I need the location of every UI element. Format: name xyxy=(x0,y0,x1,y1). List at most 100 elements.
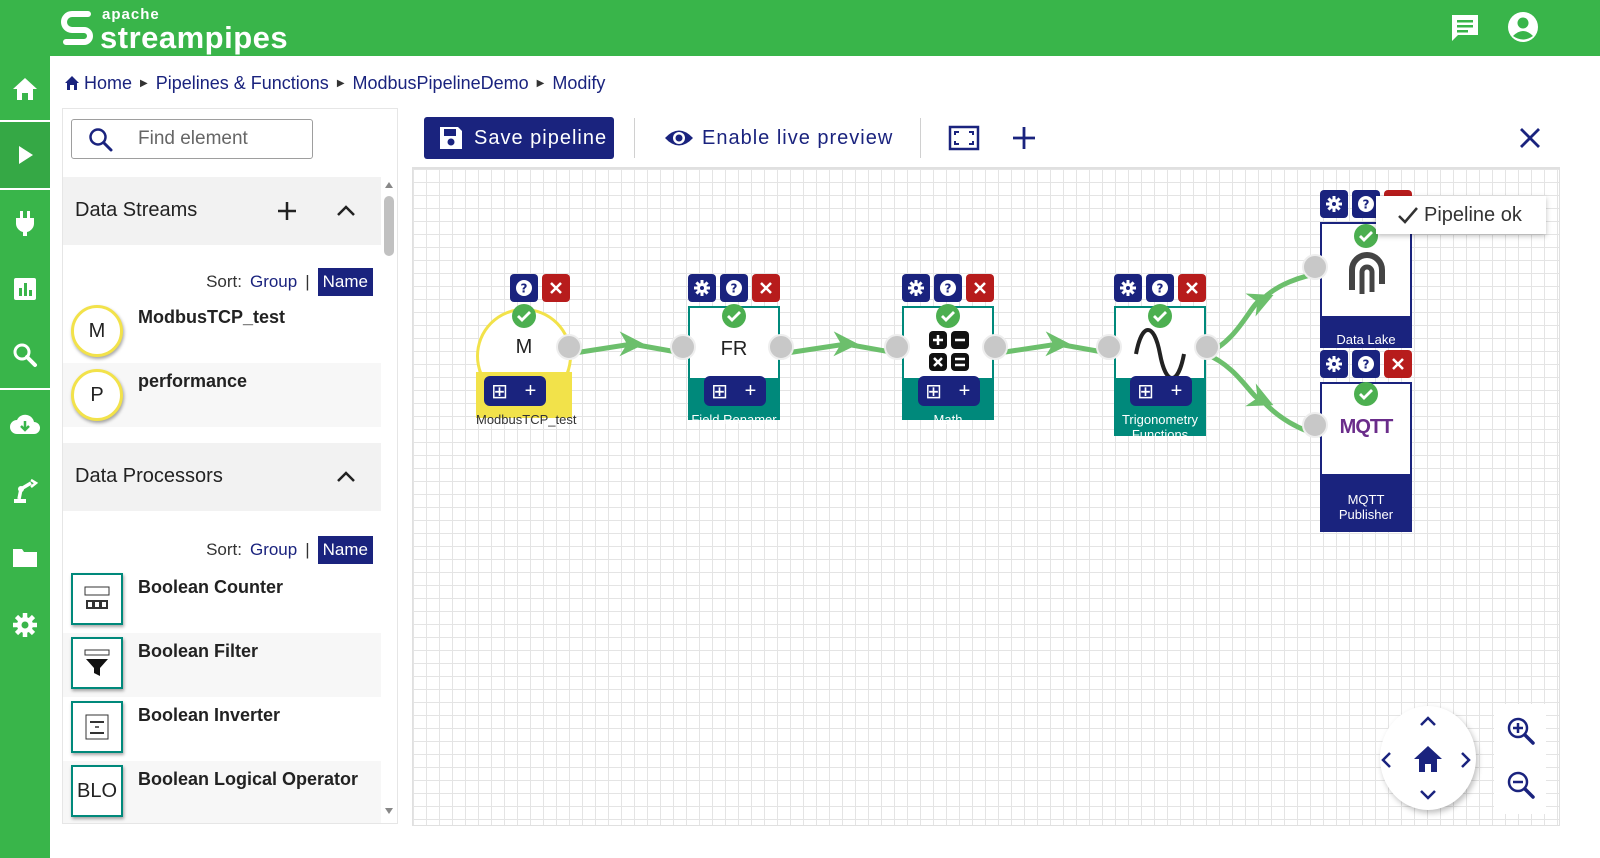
zoom-in-icon[interactable] xyxy=(1506,716,1536,746)
panel-scrollbar[interactable] xyxy=(382,178,396,822)
pan-right-icon[interactable] xyxy=(1456,748,1474,772)
settings-button[interactable] xyxy=(1320,190,1348,218)
pan-down-icon[interactable] xyxy=(1416,786,1440,804)
configure-icon[interactable]: ⊞ xyxy=(1137,380,1154,403)
sidebar-item-home[interactable] xyxy=(0,56,50,122)
add-icon[interactable] xyxy=(1008,122,1040,154)
home-icon[interactable] xyxy=(1412,744,1444,774)
data-processors-header[interactable]: Data Processors xyxy=(63,443,381,511)
delete-button[interactable] xyxy=(1178,274,1206,302)
list-item-modbus[interactable]: M ModbusTCP_test xyxy=(63,299,381,363)
output-port[interactable] xyxy=(1194,334,1220,360)
pipeline-status-toast: Pipeline ok xyxy=(1376,196,1546,234)
folder-icon xyxy=(13,549,37,567)
pan-left-icon[interactable] xyxy=(1378,748,1396,772)
add-icon[interactable]: + xyxy=(958,379,971,402)
output-port[interactable] xyxy=(556,334,582,360)
sidebar-item-files[interactable] xyxy=(0,524,50,590)
sidebar-item-dashboard[interactable] xyxy=(0,256,50,322)
node-actions[interactable]: ⊞+ xyxy=(918,376,980,406)
help-button[interactable]: ? xyxy=(510,274,538,302)
help-button[interactable]: ? xyxy=(1352,190,1380,218)
check-icon xyxy=(1148,304,1172,328)
app-logo[interactable]: apache streampipes xyxy=(58,6,288,55)
sort-name-button[interactable]: Name xyxy=(317,268,373,296)
node-actions[interactable]: ⊞+ xyxy=(1130,376,1192,406)
home-icon xyxy=(13,78,37,100)
configure-icon[interactable]: ⊞ xyxy=(925,380,942,403)
add-icon[interactable]: + xyxy=(524,379,537,402)
sort-name-button[interactable]: Name xyxy=(317,536,373,564)
input-port[interactable] xyxy=(1096,334,1122,360)
enable-live-preview-button[interactable]: Enable live preview xyxy=(664,117,893,159)
save-pipeline-button[interactable]: Save pipeline xyxy=(424,117,614,159)
search-box[interactable] xyxy=(71,119,313,159)
chevron-up-icon[interactable] xyxy=(335,467,357,487)
delete-button[interactable] xyxy=(966,274,994,302)
node-trigonometry-functions[interactable]: ? ⊞+ Trigonometry Functions xyxy=(1096,274,1220,464)
sort-group-button[interactable]: Group xyxy=(249,540,298,559)
sidebar-item-install[interactable] xyxy=(0,392,50,458)
sidebar-item-settings[interactable] xyxy=(0,592,50,658)
help-icon: ? xyxy=(1358,356,1374,372)
node-actions[interactable]: ⊞+ xyxy=(484,376,546,406)
play-icon xyxy=(19,146,33,164)
help-icon: ? xyxy=(516,280,532,296)
settings-button[interactable] xyxy=(1114,274,1142,302)
fit-to-screen-icon[interactable] xyxy=(948,122,980,154)
list-item-boolean-logical-operator[interactable]: BLO Boolean Logical Operator xyxy=(63,761,381,823)
add-icon[interactable]: + xyxy=(744,379,757,402)
data-streams-header[interactable]: Data Streams xyxy=(63,177,381,245)
help-button[interactable]: ? xyxy=(1146,274,1174,302)
configure-icon[interactable]: ⊞ xyxy=(491,380,508,403)
close-icon[interactable] xyxy=(1514,122,1546,154)
input-port[interactable] xyxy=(1302,254,1328,280)
node-field-renamer[interactable]: ? FR ⊞+ Field Renamer xyxy=(670,274,794,450)
sidebar-item-pipelines[interactable] xyxy=(0,122,50,188)
node-data-lake[interactable]: ? Data Lake xyxy=(1302,190,1416,354)
home-icon[interactable] xyxy=(64,75,80,91)
pan-up-icon[interactable] xyxy=(1416,712,1440,730)
sidebar-item-connect[interactable] xyxy=(0,190,50,256)
help-button[interactable]: ? xyxy=(720,274,748,302)
node-modbustcp-test[interactable]: ? M ⊞+ ModbusTCP_test xyxy=(476,274,582,450)
add-icon[interactable]: + xyxy=(1170,379,1183,402)
configure-icon[interactable]: ⊞ xyxy=(711,380,728,403)
delete-button[interactable] xyxy=(752,274,780,302)
node-actions[interactable]: ⊞+ xyxy=(704,376,766,406)
node-mqtt-publisher[interactable]: ? MQTT MQTT Publisher xyxy=(1302,350,1416,536)
help-button[interactable]: ? xyxy=(934,274,962,302)
sidebar-item-explore[interactable] xyxy=(0,322,50,388)
output-port[interactable] xyxy=(982,334,1008,360)
list-item-boolean-filter[interactable]: Boolean Filter xyxy=(63,633,381,697)
input-port[interactable] xyxy=(670,334,696,360)
account-icon[interactable] xyxy=(1506,10,1540,44)
list-item-boolean-inverter[interactable]: Boolean Inverter xyxy=(63,697,381,761)
search-input[interactable] xyxy=(138,126,308,152)
node-math[interactable]: ? ⊞+ Math xyxy=(884,274,1008,450)
breadcrumb-pipelines[interactable]: Pipelines & Functions xyxy=(155,72,329,93)
input-port[interactable] xyxy=(884,334,910,360)
settings-button[interactable] xyxy=(902,274,930,302)
help-button[interactable]: ? xyxy=(1352,350,1380,378)
breadcrumb-home[interactable]: Home xyxy=(84,72,133,93)
breadcrumb-pipeline-name[interactable]: ModbusPipelineDemo xyxy=(352,72,529,93)
add-icon[interactable] xyxy=(275,199,299,223)
output-port[interactable] xyxy=(768,334,794,360)
settings-button[interactable] xyxy=(1320,350,1348,378)
list-item-boolean-counter[interactable]: Boolean Counter xyxy=(63,569,381,633)
list-item-performance[interactable]: P performance xyxy=(63,363,381,427)
delete-button[interactable] xyxy=(1384,350,1412,378)
sidebar-item-assets[interactable] xyxy=(0,458,50,524)
input-port[interactable] xyxy=(1302,412,1328,438)
settings-button[interactable] xyxy=(688,274,716,302)
chevron-up-icon[interactable] xyxy=(335,201,357,221)
zoom-out-icon[interactable] xyxy=(1506,770,1536,800)
delete-button[interactable] xyxy=(542,274,570,302)
boolean-filter-icon xyxy=(71,637,123,689)
sort-group-button[interactable]: Group xyxy=(249,272,298,291)
sidebar xyxy=(0,56,50,858)
node-label-line1: MQTT xyxy=(1347,492,1385,507)
chat-icon[interactable] xyxy=(1448,10,1482,44)
node-body xyxy=(1320,222,1412,318)
